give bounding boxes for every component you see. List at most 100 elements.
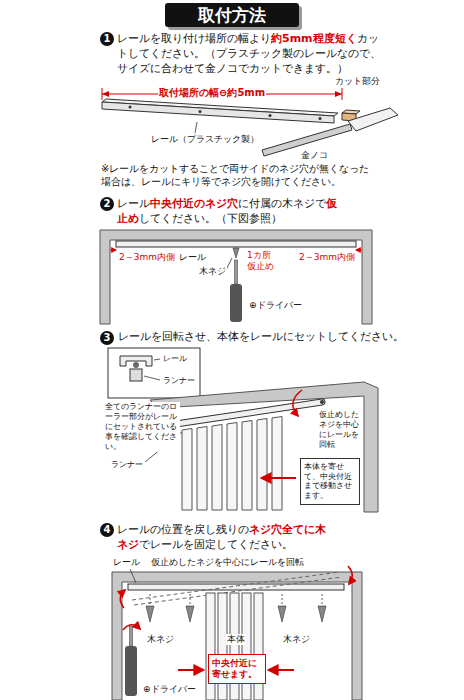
window-frame [150, 382, 378, 512]
highlight-text: 約5mm程度短く [271, 32, 357, 45]
part-label: ⊕ドライバー [248, 300, 303, 311]
title: 取付方法 [165, 3, 299, 27]
note-text: レールを回転させ、本体をレールにセットしてください。 [117, 330, 419, 343]
step-number: 2 [100, 197, 114, 211]
step-instruction: レール中央付近のネジ穴に付属の木ネジで仮止めしてください。（下図参照） [117, 196, 342, 226]
note-text: 全てのランナーのローラー部分がレールにセットされている事を確認してください。 [104, 402, 180, 452]
vertical-slats [182, 417, 282, 511]
push-arrow [262, 477, 296, 479]
screw-guide [150, 593, 151, 604]
instruction-text: してください。（下図参照） [139, 212, 282, 225]
part-label: 仮止めしたネジを中心にレールを回転 [150, 557, 305, 568]
detail-inset [108, 348, 200, 398]
part-label: ランナー [110, 460, 144, 470]
note-text: 中央付近に寄せます。 [212, 658, 262, 680]
leader-line [154, 359, 160, 360]
wood-screw [278, 606, 286, 622]
wood-screw [186, 606, 194, 622]
part-label: 取付場所の幅⊖約5mm [158, 87, 266, 99]
window-frame [112, 572, 362, 700]
part-label: カット部分 [334, 76, 381, 87]
screw-guide [282, 593, 283, 604]
note-text: 仮止めしたネジを中心にレールを回転 [318, 410, 362, 450]
part-label: 木ネジ [146, 634, 175, 645]
leader-line [130, 569, 136, 583]
part-label: レール [178, 252, 207, 263]
part-label: 本体 [226, 634, 246, 645]
slat [242, 421, 252, 511]
slat [272, 417, 282, 511]
rotate-arrow [348, 566, 352, 584]
part-label: 金ノコ [300, 150, 329, 161]
step-number: 1 [100, 32, 114, 46]
part-label: ランナー [162, 376, 196, 386]
screw-hole [129, 106, 132, 109]
screwdriver-shaft [130, 626, 133, 646]
rotate-arrow [120, 590, 125, 608]
rail [128, 584, 344, 590]
wood-screws [146, 593, 326, 622]
gap-arrow [110, 250, 116, 251]
part-label: ⊕ドライバー [142, 684, 197, 695]
rail [116, 241, 356, 247]
wood-screw [318, 606, 326, 622]
saw-handle [348, 108, 398, 131]
part-label: 2～3mm内側 [298, 252, 356, 263]
screw-guide [322, 593, 323, 604]
slat [227, 423, 237, 511]
screwdriver-handle [125, 646, 137, 696]
screw-hole [199, 110, 202, 113]
screw-guide [190, 593, 191, 604]
slat [257, 419, 267, 511]
note-text: 本体を寄せて、中央付近まで移動させます。 [304, 462, 356, 500]
runner-roller [133, 362, 139, 368]
instruction-text: に付属の木ネジで [238, 197, 326, 210]
note-box: 本体を寄せて、中央付近まで移動させます。 [300, 458, 360, 505]
screw-hole [269, 114, 272, 117]
instruction-text: レールを取り付け場所の幅より [117, 32, 271, 45]
part-label: 2～3mm内側 [118, 252, 176, 263]
highlight-text: 中央付近のネジ穴 [150, 197, 238, 210]
step-instruction: レールを取り付け場所の幅より約5mm程度短くカットしてください。（プラスチック製… [117, 31, 387, 76]
rotate-arrow [293, 390, 302, 416]
runner-body [130, 369, 142, 381]
step-number: 3 [100, 331, 114, 345]
rail-front [102, 102, 334, 123]
slat [197, 427, 207, 511]
part-label: レール [112, 557, 141, 568]
wood-screw [146, 606, 154, 622]
step-instruction: レールの位置を戻し残りのネジ穴全てに木ネジでレールを固定してください。 [117, 522, 332, 552]
tack-screw-illustration [100, 230, 372, 324]
note-box: 中央付近に寄せます。 [208, 654, 266, 684]
push-arrow [178, 669, 203, 671]
leader-line [195, 122, 197, 133]
pivot-screw [320, 400, 324, 404]
slat [182, 429, 192, 511]
highlight-text: ネジ穴全てに [249, 523, 315, 536]
dimension-arrow [102, 91, 109, 97]
part-label: 木ネジ [198, 266, 227, 277]
part-label: レール [162, 354, 188, 364]
note-text: 1カ所仮止め [246, 250, 278, 272]
leader-line [144, 376, 160, 380]
push-arrow [269, 669, 294, 671]
instruction-text: レール [117, 197, 150, 210]
screwdriver-handle [230, 284, 242, 322]
part-label: レール（プラスチック製） [150, 134, 260, 145]
window-frame [100, 230, 372, 324]
step-number: 4 [100, 523, 114, 537]
gap-arrow [356, 250, 362, 251]
title-banner [165, 3, 299, 27]
instruction-text: レールの位置を戻し残りの [117, 523, 249, 536]
note-text: ※レールをカットすることで両サイドのネジ穴が無くなった場合は、レールにキリ等でネ… [100, 162, 374, 188]
part-label: 木ネジ [282, 634, 311, 645]
dimension-arrow [335, 91, 342, 97]
fix-rail-illustration [112, 566, 362, 700]
slat [212, 425, 222, 511]
rail-cut-illustration [102, 88, 398, 156]
wood-screw [233, 248, 239, 258]
instruction-text: でレールを固定してください。 [139, 538, 293, 551]
screwdriver-shaft [235, 260, 238, 284]
